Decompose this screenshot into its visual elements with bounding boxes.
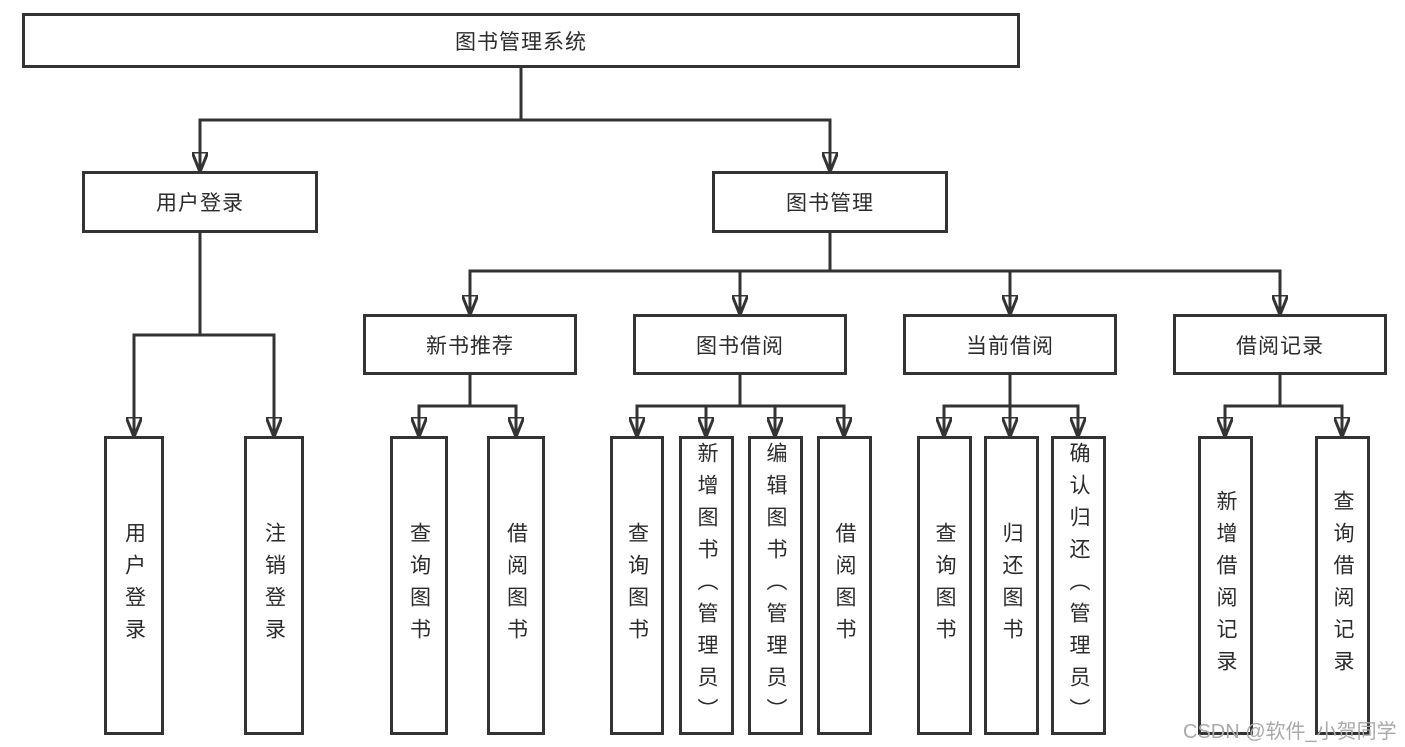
node-label: 图书借阅 — [696, 334, 784, 358]
node-book-management: 图书管理 — [712, 171, 948, 233]
edge-root-fork — [200, 118, 830, 171]
node-library-management-system: 图书管理系统 — [22, 13, 1020, 68]
edge-user-login-fork — [134, 333, 274, 436]
leaf-search-books: 查询图书 — [390, 436, 448, 735]
node-new-book-recommendation: 新书推荐 — [363, 314, 577, 375]
leaf-label: 查询图书 — [933, 521, 956, 650]
leaf-borrow-books: 借阅图书 — [487, 436, 545, 735]
leaf-confirm-return-admin: 确认归还（管理员） — [1051, 436, 1106, 735]
leaf-add-borrow-record: 新增借阅记录 — [1198, 436, 1253, 735]
edge-newbook-fork — [419, 404, 516, 436]
leaf-search-books-3: 查询图书 — [917, 436, 972, 735]
leaf-borrow-books-2: 借阅图书 — [817, 436, 872, 735]
edge-borrowing-fork — [637, 404, 844, 436]
edge-records-fork — [1225, 404, 1342, 436]
leaf-add-books-admin: 新增图书（管理员） — [679, 436, 734, 735]
leaf-return-books: 归还图书 — [984, 436, 1039, 735]
leaf-label: 查询图书 — [407, 521, 431, 650]
leaf-label: 借阅图书 — [833, 521, 856, 650]
leaf-search-borrow-record: 查询借阅记录 — [1315, 436, 1370, 735]
node-label: 借阅记录 — [1236, 334, 1324, 358]
node-label: 用户登录 — [156, 192, 244, 215]
leaf-label: 新增借阅记录 — [1214, 489, 1237, 682]
node-current-borrowing: 当前借阅 — [903, 314, 1117, 375]
leaf-label: 注销登录 — [262, 521, 286, 650]
leaf-logout-login: 注销登录 — [244, 436, 304, 735]
leaf-label: 查询借阅记录 — [1331, 489, 1354, 682]
leaf-label: 确认归还（管理员） — [1067, 441, 1090, 730]
node-user-login: 用户登录 — [82, 171, 318, 233]
node-label: 图书管理 — [786, 192, 874, 215]
leaf-label: 新增图书（管理员） — [695, 441, 718, 730]
node-book-borrowing: 图书借阅 — [633, 314, 847, 375]
watermark: CSDN @软件_小贺同学 — [1183, 721, 1397, 743]
node-label: 图书管理系统 — [455, 30, 587, 54]
leaf-user-login: 用户登录 — [104, 436, 164, 735]
leaf-label: 查询图书 — [625, 521, 649, 650]
leaf-label: 归还图书 — [1000, 521, 1023, 650]
leaf-edit-books-admin: 编辑图书（管理员） — [748, 436, 803, 735]
edge-book-mgmt-fork — [470, 269, 1280, 314]
leaf-search-books-2: 查询图书 — [610, 436, 664, 735]
leaf-label: 编辑图书（管理员） — [764, 441, 787, 730]
leaf-label: 用户登录 — [122, 521, 146, 650]
node-label: 当前借阅 — [966, 334, 1054, 358]
node-borrowing-records: 借阅记录 — [1173, 314, 1387, 375]
leaf-label: 借阅图书 — [504, 521, 528, 650]
node-label: 新书推荐 — [426, 334, 514, 358]
